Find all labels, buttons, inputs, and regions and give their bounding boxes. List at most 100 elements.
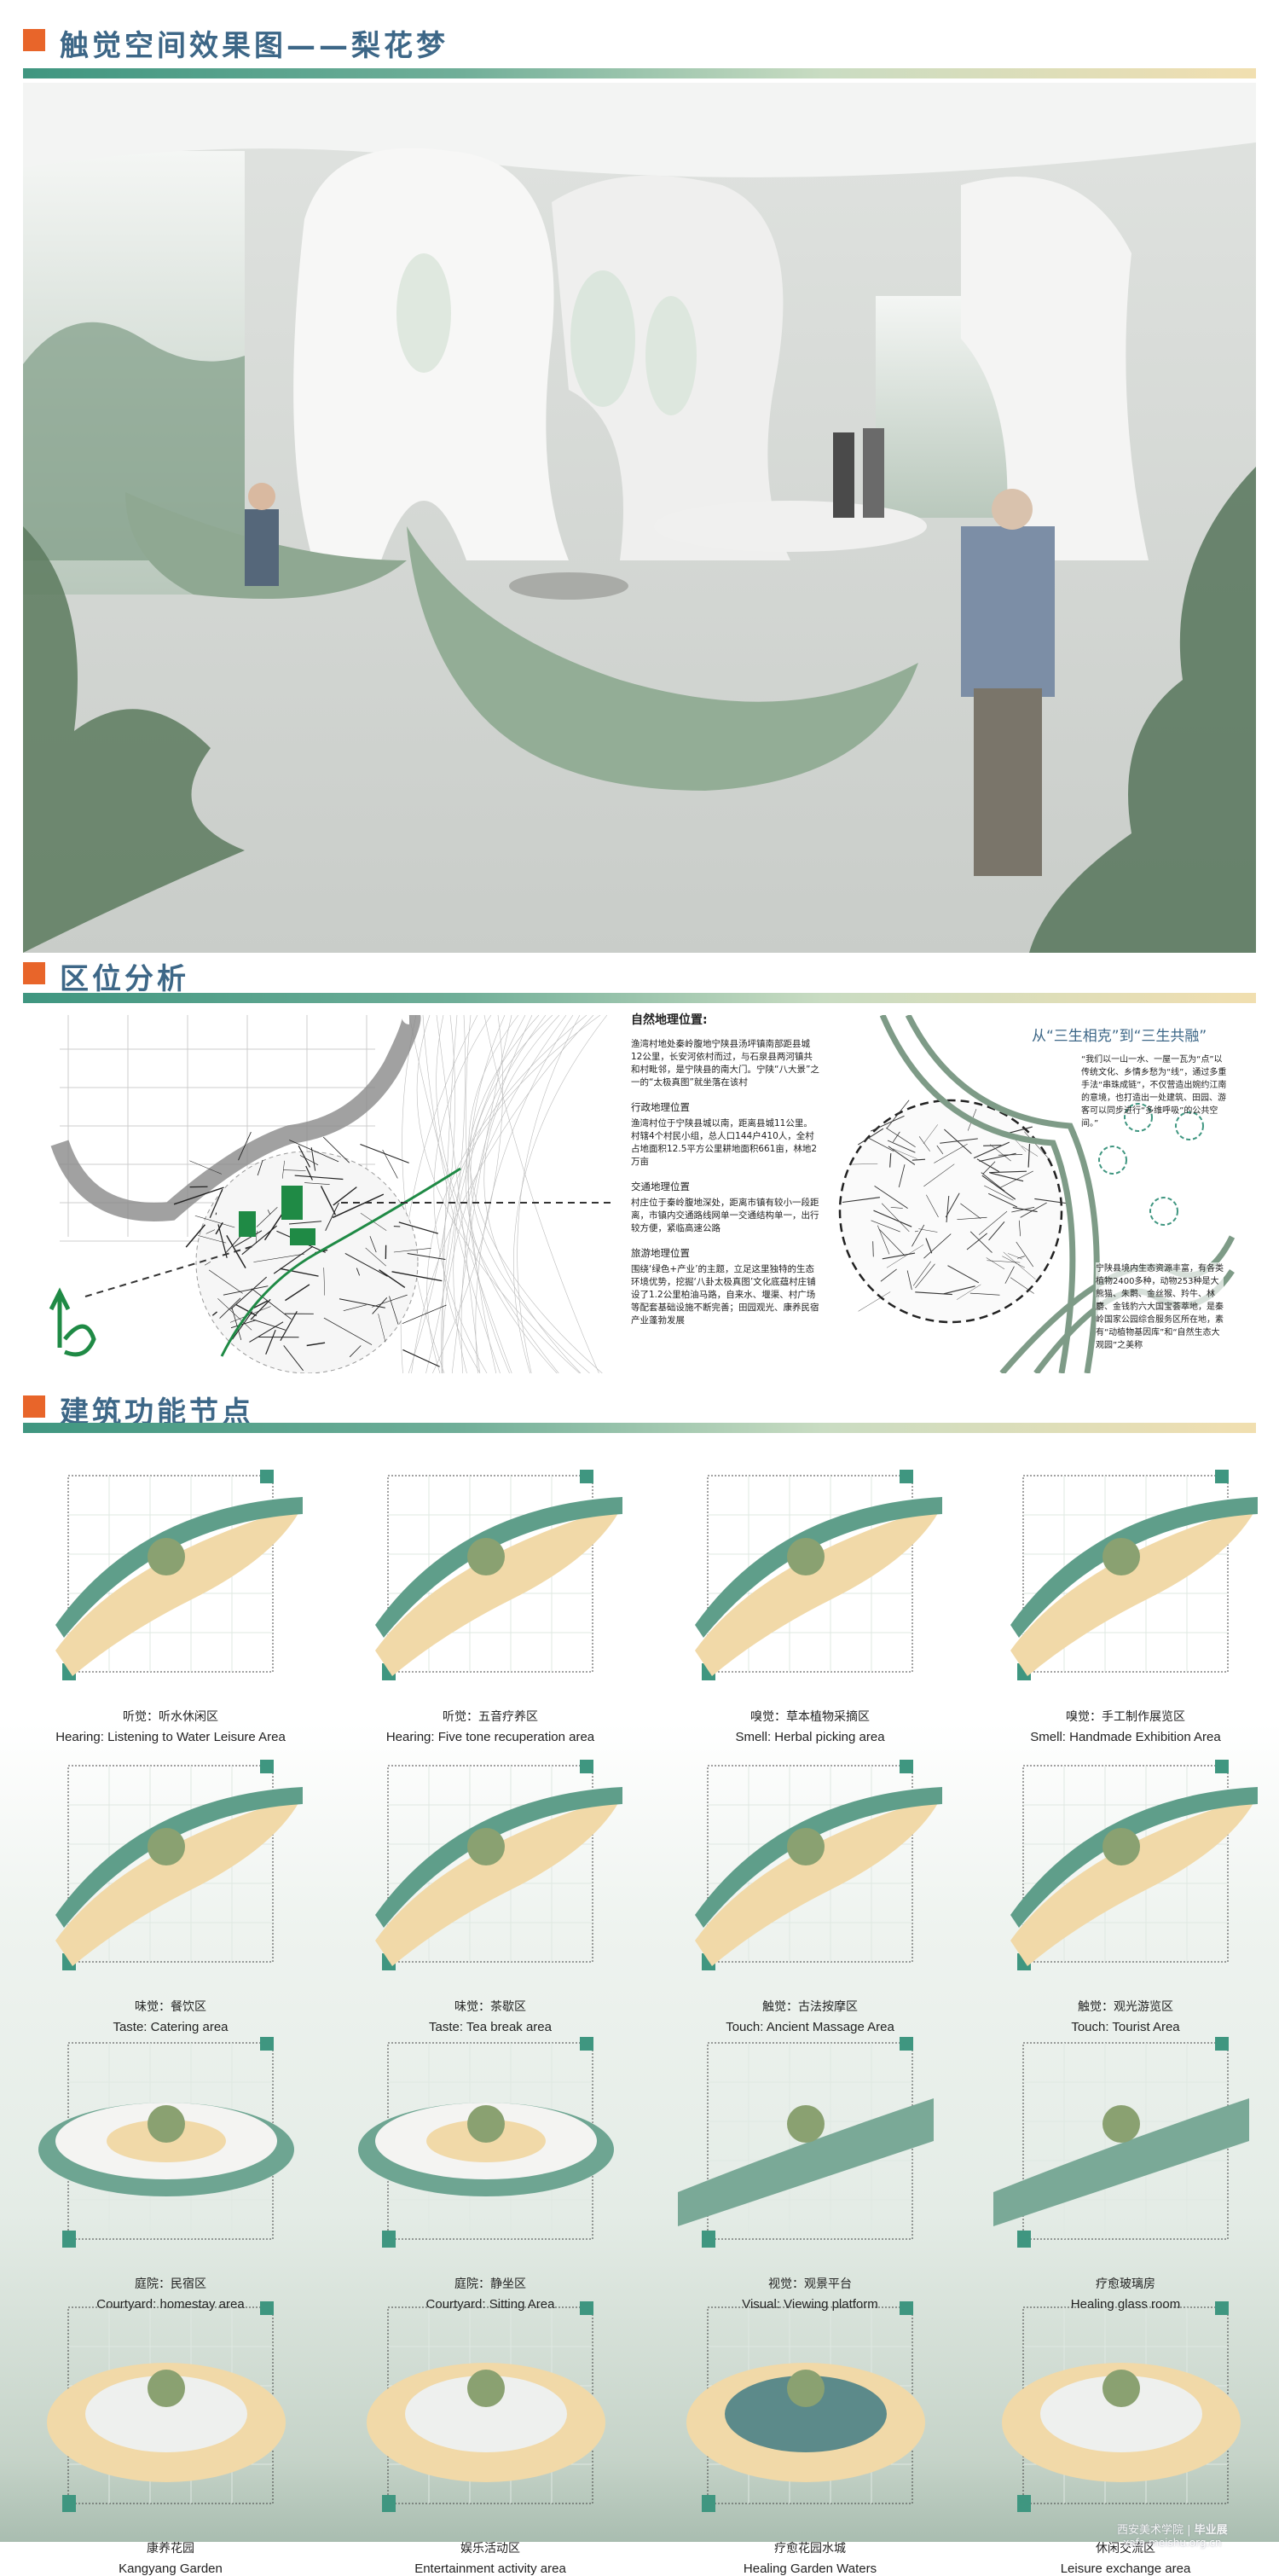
frame-marker [260, 1760, 274, 1773]
tree [148, 1538, 185, 1575]
node-label-en: Kangyang Garden [17, 2561, 324, 2576]
frame-marker [62, 2495, 76, 2512]
design-quote: “我们以一山一水、一屋一瓦为“点”以传统文化、乡情乡愁为“线”，通过多重手法“串… [1081, 1053, 1228, 1130]
node-label-cn: 听觉：五音疗养区 [337, 1708, 644, 1725]
node-label-en: Smell: Handmade Exhibition Area [972, 1730, 1279, 1744]
tree [787, 2370, 825, 2407]
contour-line [513, 1015, 607, 1373]
frame-marker [900, 1470, 913, 1483]
road [360, 1145, 408, 1163]
section-divider [23, 1423, 1256, 1433]
location-section-title: 区位分析 [60, 955, 189, 997]
frame-marker [260, 1470, 274, 1483]
node-axonometric-drawing [21, 2022, 311, 2269]
node-axonometric-drawing [976, 1454, 1266, 1702]
node-label-en: Entertainment activity area [337, 2561, 644, 2576]
admin-heading: 行政地理位置 [631, 1101, 820, 1113]
frame-marker [580, 1760, 593, 1773]
node-label-cn: 触觉：古法按摩区 [657, 1998, 964, 2015]
node-axonometric-drawing [341, 1744, 631, 1992]
watermark-url: xafa.meishu.org.cn [1117, 2537, 1228, 2549]
contour-line [408, 1015, 455, 1373]
node-label-cn: 嗅觉：手工制作展览区 [972, 1708, 1279, 1725]
node-label-cn: 触觉：观光游览区 [972, 1998, 1279, 2015]
regional-map [34, 1015, 614, 1373]
admin-text: 渔湾村位于宁陕县城以南，距离县城11公里。村辖4个村民小组，总人口144户410… [631, 1117, 820, 1169]
node-label-en: Leisure exchange area [972, 2561, 1279, 2576]
frame-marker [702, 2495, 715, 2512]
watermark-school: 西安美术学院 [1117, 2524, 1184, 2537]
watermark: 西安美术学院 | 毕业展 xafa.meishu.org.cn [1117, 2521, 1228, 2549]
node-label-en: Hearing: Five tone recuperation area [337, 1730, 644, 1744]
frame-marker [1215, 1470, 1229, 1483]
frame-marker [702, 2231, 715, 2248]
node-axonometric-drawing [21, 1454, 311, 1702]
frame-marker [580, 2037, 593, 2051]
contour-line [454, 1015, 546, 1373]
tree [467, 2105, 505, 2143]
node-label-cn: 听觉：听水休闲区 [17, 1708, 324, 1725]
section-divider [23, 993, 1256, 1003]
tree [1102, 2370, 1140, 2407]
contour-line [476, 1015, 573, 1373]
contour-line [484, 1015, 599, 1373]
tourism-heading: 旅游地理位置 [631, 1247, 820, 1259]
frame-marker [260, 2037, 274, 2051]
node-axonometric-drawing [976, 2022, 1266, 2269]
road [859, 1291, 891, 1311]
tree [467, 1828, 505, 1865]
frame-marker [382, 2231, 396, 2248]
contour-line [434, 1015, 491, 1373]
frame-marker [900, 1760, 913, 1773]
node-label-cn: 康养花园 [17, 2539, 324, 2556]
contour-line [427, 1015, 587, 1373]
node-axonometric-drawing [21, 1744, 311, 1992]
contour-line [466, 1015, 496, 1373]
tree [148, 2370, 185, 2407]
node-label-en: Healing Garden Waters [657, 2561, 964, 2576]
node-axonometric-drawing [976, 1744, 1266, 1992]
frame-marker [900, 2301, 913, 2315]
contour-line [443, 1015, 457, 1373]
node-circle [1099, 1146, 1126, 1174]
tree [148, 1828, 185, 1865]
ecology-text: 宁陕县境内生态资源丰富，有各类植物2400多种，动物253种是大熊猫、朱鹮、金丝… [1096, 1262, 1224, 1352]
node-axonometric-drawing [976, 2286, 1266, 2533]
frame-marker [580, 1470, 593, 1483]
natural-text: 渔湾村地处秦岭腹地宁陕县汤坪镇南部距县城12公里，长安河依村而过，与石泉县两河镇… [631, 1038, 820, 1089]
render-section-title: 触觉空间效果图——梨花梦 [60, 22, 449, 64]
tree [1102, 1538, 1140, 1575]
green-patch [239, 1211, 256, 1237]
green-patch [281, 1186, 303, 1220]
node-label-cn: 味觉：茶歇区 [337, 1998, 644, 2015]
node-label-cn: 嗅觉：草本植物采摘区 [657, 1708, 964, 1725]
section-marker [23, 29, 45, 51]
tree [787, 2105, 825, 2143]
tree [787, 1538, 825, 1575]
frame-marker [1215, 2037, 1229, 2051]
rendering-image [23, 83, 1256, 953]
frame-marker [1017, 2231, 1031, 2248]
watermark-event: 毕业展 [1195, 2524, 1228, 2537]
node-label-cn: 味觉：餐饮区 [17, 1998, 324, 2015]
node-label-en: Hearing: Listening to Water Leisure Area [17, 1730, 324, 1744]
node-label-cn: 娱乐活动区 [337, 2539, 644, 2556]
tree [467, 2370, 505, 2407]
frame-marker [580, 2301, 593, 2315]
tree [148, 2105, 185, 2143]
contour-line [468, 1015, 509, 1373]
tree [467, 1538, 505, 1575]
tree [787, 1828, 825, 1865]
node-label-en: Smell: Herbal picking area [657, 1730, 964, 1744]
frame-marker [1215, 1760, 1229, 1773]
node-label-cn: 疗愈花园水城 [657, 2539, 964, 2556]
tree [1102, 1828, 1140, 1865]
node-axonometric-drawing [661, 2286, 951, 2533]
section-marker [23, 962, 45, 984]
green-patch [290, 1228, 315, 1245]
frame-marker [260, 2301, 274, 2315]
section-marker [23, 1395, 45, 1418]
node-axonometric-drawing [341, 2286, 631, 2533]
contour-line [471, 1015, 590, 1373]
frame-marker [1215, 2301, 1229, 2315]
